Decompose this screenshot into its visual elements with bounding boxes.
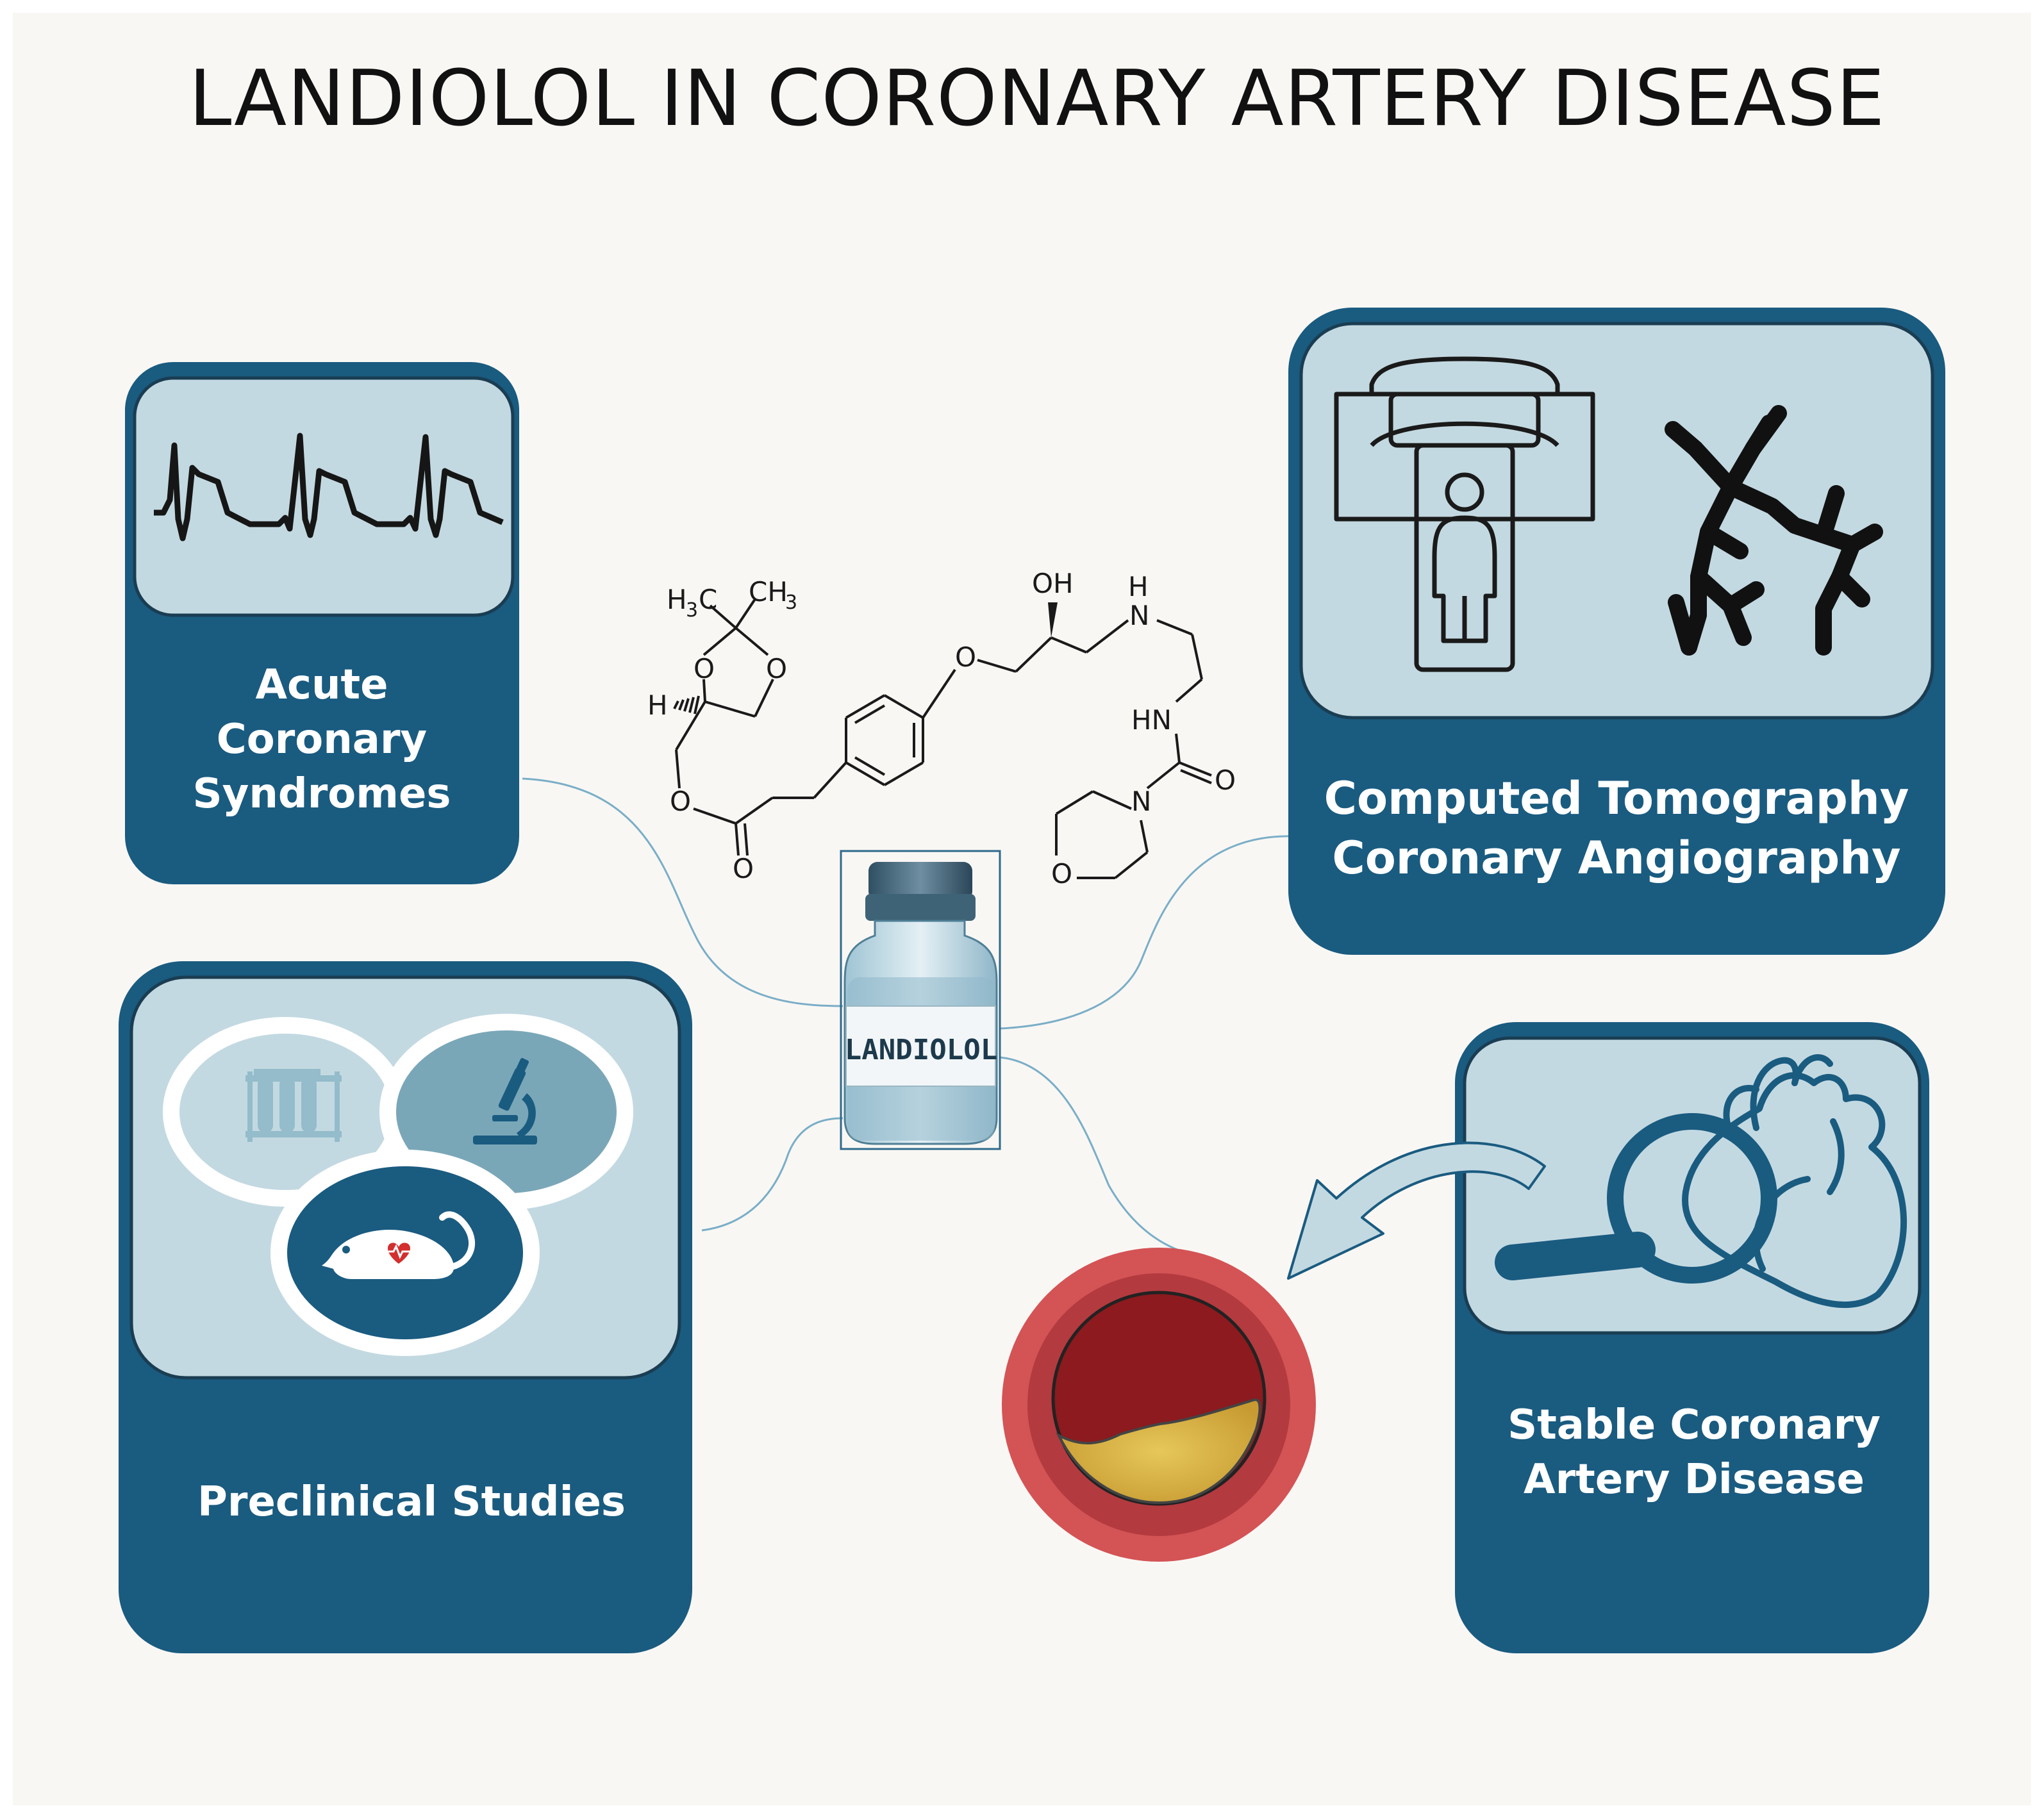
microscope-icon bbox=[473, 1058, 537, 1145]
atom-o-ring1: O bbox=[694, 653, 715, 684]
vial-cap-top bbox=[868, 862, 972, 900]
atom-o-ring2: O bbox=[766, 653, 787, 684]
solid-wedge bbox=[1048, 602, 1058, 638]
atom-n-morpholine: N bbox=[1131, 786, 1151, 817]
card-preclinical-studies: Preclinical Studies bbox=[119, 961, 692, 1653]
card-acute-coronary-syndromes: Acute Coronary Syndromes bbox=[125, 362, 519, 884]
atom-h-stereo: H bbox=[647, 690, 668, 721]
connector-acs bbox=[522, 777, 843, 1007]
connector-ctca bbox=[999, 835, 1295, 1030]
atom-h3c-c: C bbox=[699, 584, 717, 615]
atom-o-morpholine: O bbox=[1051, 858, 1072, 889]
coronary-vessel-tree-icon bbox=[1665, 405, 1883, 656]
landiolol-vial: LANDIOLOL bbox=[840, 850, 1001, 1150]
ecg-waveform-icon bbox=[154, 433, 504, 541]
card-acs-label-line1: Acute bbox=[255, 661, 388, 709]
card-scad-light bbox=[1463, 1036, 1922, 1335]
hashed-wedge bbox=[673, 695, 700, 715]
atom-oh: OH bbox=[1032, 568, 1074, 599]
atom-h-amine: H bbox=[1128, 571, 1149, 602]
artery-cross-section-icon bbox=[1002, 1248, 1316, 1562]
atom-n-amine: N bbox=[1129, 600, 1149, 631]
card-stable-coronary-artery-disease: Stable Coronary Artery Disease bbox=[1455, 1022, 1929, 1653]
test-tubes-icon bbox=[245, 1069, 342, 1142]
card-ct-coronary-angiography: Computed Tomography Coronary Angiography bbox=[1288, 308, 1945, 955]
atom-h3c-sub: 3 bbox=[686, 599, 698, 622]
vial-label-text: LANDIOLOL bbox=[845, 1034, 997, 1066]
atom-ch3: CH bbox=[749, 576, 788, 607]
card-preclinical-label: Preclinical Studies bbox=[197, 1478, 626, 1526]
atom-o-ester: O bbox=[670, 786, 691, 817]
magnifying-glass-icon bbox=[1495, 1113, 1777, 1284]
lab-rat-icon bbox=[322, 1211, 476, 1279]
atom-o-ether: O bbox=[955, 641, 976, 673]
atherosclerotic-plaque bbox=[1056, 1398, 1261, 1505]
atom-hn: HN bbox=[1131, 704, 1172, 736]
vial-label-panel bbox=[845, 1005, 996, 1087]
connector-lines bbox=[522, 777, 1295, 1257]
atom-o-urea: O bbox=[1215, 764, 1236, 796]
card-acs-label-line3: Syndromes bbox=[193, 770, 451, 818]
card-acs-light bbox=[133, 376, 515, 617]
ct-scanner-icon bbox=[1334, 356, 1595, 672]
curved-arrow-icon bbox=[1287, 1141, 1546, 1280]
vial-cap-ring bbox=[865, 894, 976, 921]
connector-preclinical bbox=[701, 1117, 843, 1232]
card-scad-label-line1: Stable Coronary bbox=[1508, 1401, 1881, 1449]
connector-artery bbox=[999, 1056, 1199, 1257]
card-ctca-label-line1: Computed Tomography bbox=[1324, 772, 1909, 825]
vial-frame bbox=[840, 850, 1001, 1150]
atom-o-carbonyl: O bbox=[733, 853, 754, 884]
card-scad-label-line2: Artery Disease bbox=[1524, 1456, 1865, 1503]
molecule-bonds bbox=[673, 598, 1212, 879]
atom-ch3-sub: 3 bbox=[785, 591, 797, 614]
landiolol-chemical-structure: H 3 C CH 3 O O H O O O OH H N HN O N O bbox=[647, 568, 1236, 889]
atom-h3c-h: H bbox=[667, 584, 687, 615]
card-acs-label-line2: Coronary bbox=[217, 716, 428, 763]
diagram-title: LANDIOLOL IN CORONARY ARTERY DISEASE bbox=[189, 54, 1886, 144]
card-ctca-label-line2: Coronary Angiography bbox=[1332, 832, 1900, 884]
